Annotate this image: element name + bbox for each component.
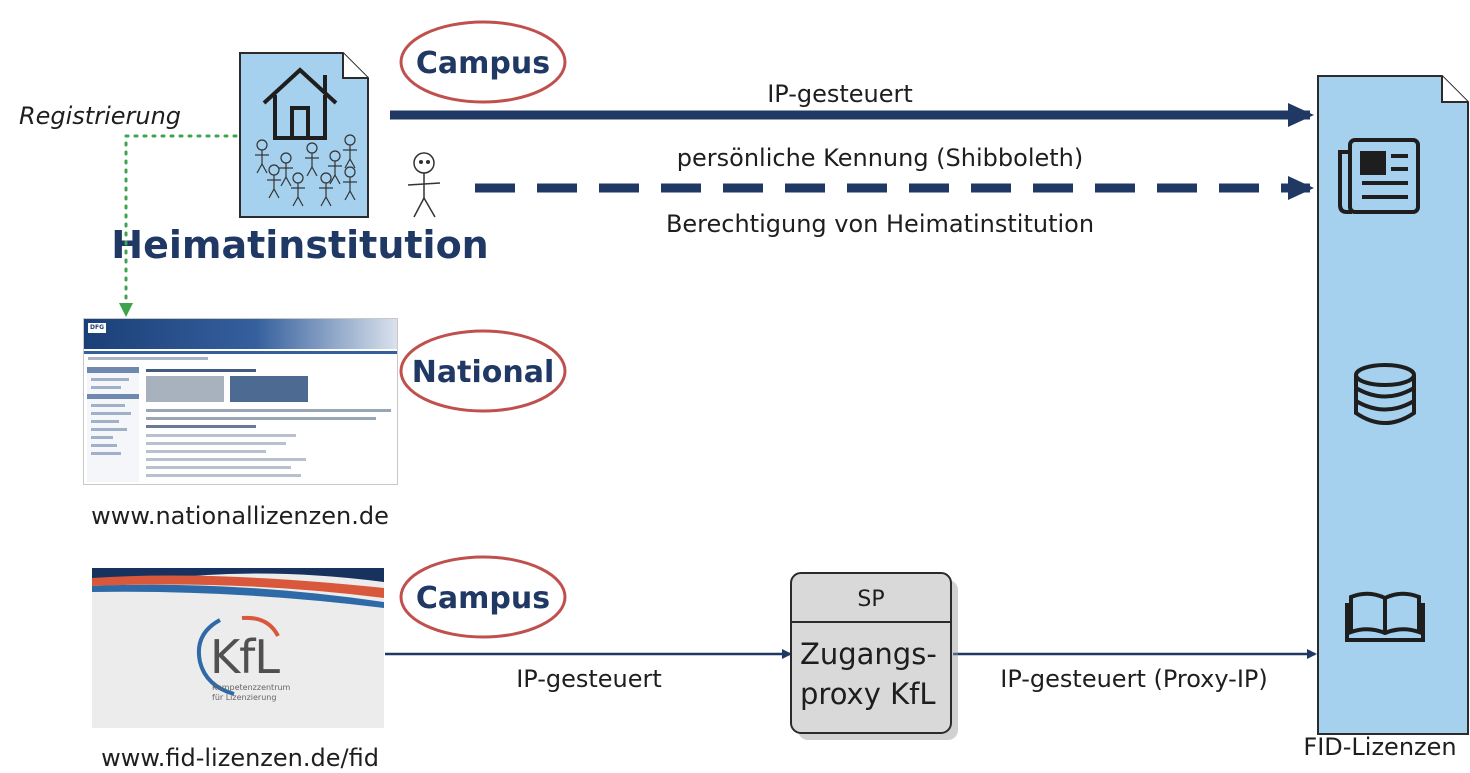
shibboleth-label: persönliche Kennung (Shibboleth) (677, 144, 1083, 172)
svg-text:Campus: Campus (416, 581, 550, 616)
screenshot-heading-bar (146, 369, 256, 372)
kfl-swoosh (92, 568, 384, 696)
ip-bottom-right-label: IP-gesteuert (Proxy-IP) (1000, 665, 1268, 693)
dfg-logo: DFG (88, 323, 106, 333)
screenshot-sidebar (87, 367, 139, 482)
campus-bottom-oval: Campus (399, 555, 567, 639)
screenshot-header: DFG (84, 319, 397, 349)
kfl-logo-card: KfL Kompetenzzentrum für Lizenzierung (92, 568, 384, 728)
screenshot-card-institution (230, 376, 308, 402)
svg-text:National: National (412, 355, 554, 390)
kfl-sub2: für Lizenzierung (212, 693, 277, 702)
people-group-icon (255, 134, 357, 207)
newspaper-icon (1338, 138, 1420, 214)
proxy-box-line1: Zugangs- (800, 637, 937, 671)
campus-top-oval: Campus (399, 20, 567, 104)
screenshot-breadcrumb (88, 357, 208, 360)
svg-text:Campus: Campus (416, 46, 550, 81)
nationallizenzen-screenshot: DFG (83, 318, 398, 485)
database-icon (1354, 363, 1416, 425)
heimatinstitution-label: Heimatinstitution (111, 223, 488, 267)
screenshot-card-einzelnutzer (146, 376, 224, 402)
fid-url: www.fid-lizenzen.de/fid (101, 744, 379, 772)
kfl-mark: KfL (210, 630, 280, 684)
registrierung-connector (119, 134, 238, 317)
kfl-sub1: Kompetenzzentrum (212, 683, 291, 692)
fid-document (1317, 75, 1469, 735)
registrierung-label: Registrierung (19, 102, 181, 130)
proxy-box-header: SP (857, 587, 884, 612)
house-icon (262, 67, 338, 140)
nationallizenzen-url: www.nationallizenzen.de (91, 502, 389, 530)
proxy-box-line2: proxy KfL (800, 677, 935, 711)
zugangsproxy-box: SP Zugangs- proxy KfL (790, 572, 958, 740)
berechtigung-label: Berechtigung von Heimatinstitution (666, 210, 1094, 238)
fid-lizenzen-label: FID-Lizenzen (1303, 733, 1456, 761)
national-oval: National (399, 329, 567, 413)
ip-bottom-left-label: IP-gesteuert (516, 665, 662, 693)
user-stick-figure-icon (407, 152, 441, 218)
book-icon (1345, 591, 1425, 642)
ip-top-label: IP-gesteuert (767, 80, 913, 108)
screenshot-body-text (146, 409, 391, 482)
